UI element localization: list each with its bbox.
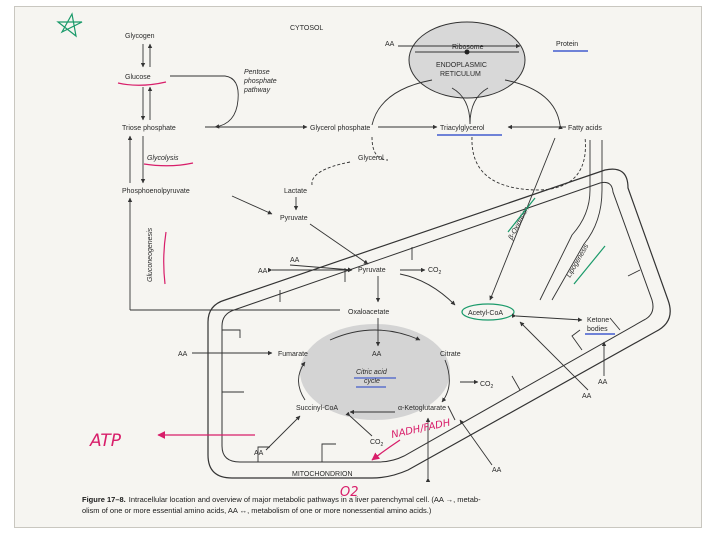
figure-caption-line-1: Figure 17–8.Intracellular location and o…	[82, 495, 481, 504]
gluconeogenesis-underline	[163, 231, 167, 285]
lipogenesis-tube-outer	[539, 140, 591, 301]
glucose-label: Glucose	[125, 74, 151, 81]
ribosome-label: Ribosome	[452, 44, 484, 51]
tag-hydrolysis-dash	[471, 136, 586, 191]
aa-acetylcoa-arrow	[519, 321, 589, 391]
cycle-arc-right	[441, 359, 450, 403]
cycle-label-2: cycle	[364, 378, 380, 385]
aa-marker-7: AA	[582, 393, 592, 400]
co2-label-b: CO2	[480, 381, 494, 390]
pyruvate-into-mito-arrow	[309, 223, 369, 265]
co2-label-c: CO2	[370, 439, 384, 448]
glycerol-dash-down	[311, 161, 351, 186]
succinyl-label: Succinyl-CoA	[296, 405, 338, 412]
fatty-acids-label: Fatty acids	[568, 125, 602, 132]
glycerol-phosphate-label: Glycerol phosphate	[310, 125, 370, 132]
acetylcoa-ketone-arrow	[511, 313, 583, 322]
glycogen-label: Glycogen	[125, 33, 155, 40]
beta-oxidation-underline	[507, 197, 536, 233]
cycle-arc-top	[329, 329, 421, 341]
cycle-underline	[354, 377, 396, 388]
pentose-label-1: Pentose	[244, 69, 270, 76]
figure-caption-line-2: olism of one or more essential amino aci…	[82, 506, 432, 515]
er-mid-arc-b	[469, 87, 489, 125]
aa-marker-6: AA	[598, 379, 608, 386]
atp-annotation: ATP	[89, 431, 122, 451]
lipogenesis-tube-inner	[551, 140, 603, 301]
er-right-arc	[504, 79, 563, 130]
o2-annotation: O2	[340, 485, 359, 500]
lipogenesis-underline	[573, 245, 606, 285]
aa-pyruvate-arrow-1	[289, 264, 353, 272]
glycolysis-underline	[143, 162, 194, 167]
aa-marker-3: AA	[178, 351, 188, 358]
citric-acid-cycle-area	[300, 324, 450, 420]
nadh-arrow	[371, 439, 401, 461]
cycle-label-1: Citric acid	[356, 369, 388, 376]
aa-ribosome-label: AA	[385, 41, 395, 48]
oxaloacetate-label: Oxaloacetate	[348, 309, 389, 316]
nadh-annotation: NADH/FADH	[390, 418, 452, 441]
aa-marker-4: AA	[254, 450, 264, 457]
acetyl-coa-label: Acetyl-CoA	[468, 310, 503, 317]
fumarate-label: Fumarate	[278, 351, 308, 358]
glucose-underline	[117, 81, 167, 86]
er-label-2: RETICULUM	[440, 71, 481, 78]
er-label-1: ENDOPLASMIC	[436, 62, 487, 69]
pep-pyruvate-arrow	[231, 195, 273, 215]
ketone-label-2: bodies	[587, 326, 608, 333]
er-left-arc	[371, 79, 433, 126]
pentose-pathway-arrow	[170, 75, 239, 129]
glycolysis-label: Glycolysis	[147, 155, 179, 162]
succinyl-co2-arrow	[345, 411, 373, 437]
citrate-label: Citrate	[440, 351, 461, 358]
gluconeogenesis-label: Gluconeogenesis	[147, 227, 154, 282]
aa-akg-arrow	[459, 419, 493, 466]
aa-marker-1: AA	[290, 257, 300, 264]
aa-center-label: AA	[372, 351, 382, 358]
pyruvate-acetylcoa-arrow	[399, 273, 456, 306]
triose-phosphate-label: Triose phosphate	[122, 125, 176, 132]
protein-label: Protein	[556, 41, 578, 48]
aa-succinyl-arrow	[265, 415, 301, 451]
aa-marker-2: AA	[258, 268, 268, 275]
akg-label: α-Ketoglutarate	[398, 405, 446, 412]
pyruvate-label: Pyruvate	[358, 267, 386, 274]
aa-marker-5: AA	[492, 467, 502, 474]
mitochondrion-label: MITOCHONDRION	[292, 471, 353, 478]
acetylcoa-circle	[461, 303, 515, 321]
mitochondrion: MITOCHONDRION	[207, 168, 671, 479]
pentose-label-3: pathway	[243, 87, 271, 94]
ketone-label-1: Ketone	[587, 317, 609, 324]
endoplasmic-reticulum: Ribosome ENDOPLASMIC RETICULUM	[408, 21, 526, 99]
pyruvate-cytosol-label: Pyruvate	[280, 215, 308, 222]
cytosol-title: CYTOSOL	[290, 25, 323, 32]
glycerol-dash-left	[371, 136, 389, 161]
lipogenesis-label: Lipogenesis	[566, 243, 591, 279]
glycerol-label: Glycerol	[358, 155, 384, 162]
cycle-arc-left	[298, 361, 306, 401]
pep-label: Phosphoenolpyruvate	[122, 188, 190, 195]
pentose-label-2: phosphate	[243, 78, 277, 85]
beta-oxidation-arrow	[489, 137, 556, 301]
star-doodle-icon	[56, 12, 83, 38]
co2-label-a: CO2	[428, 267, 442, 276]
lactate-label: Lactate	[284, 188, 307, 195]
triacylglycerol-label: Triacylglycerol	[440, 125, 485, 132]
